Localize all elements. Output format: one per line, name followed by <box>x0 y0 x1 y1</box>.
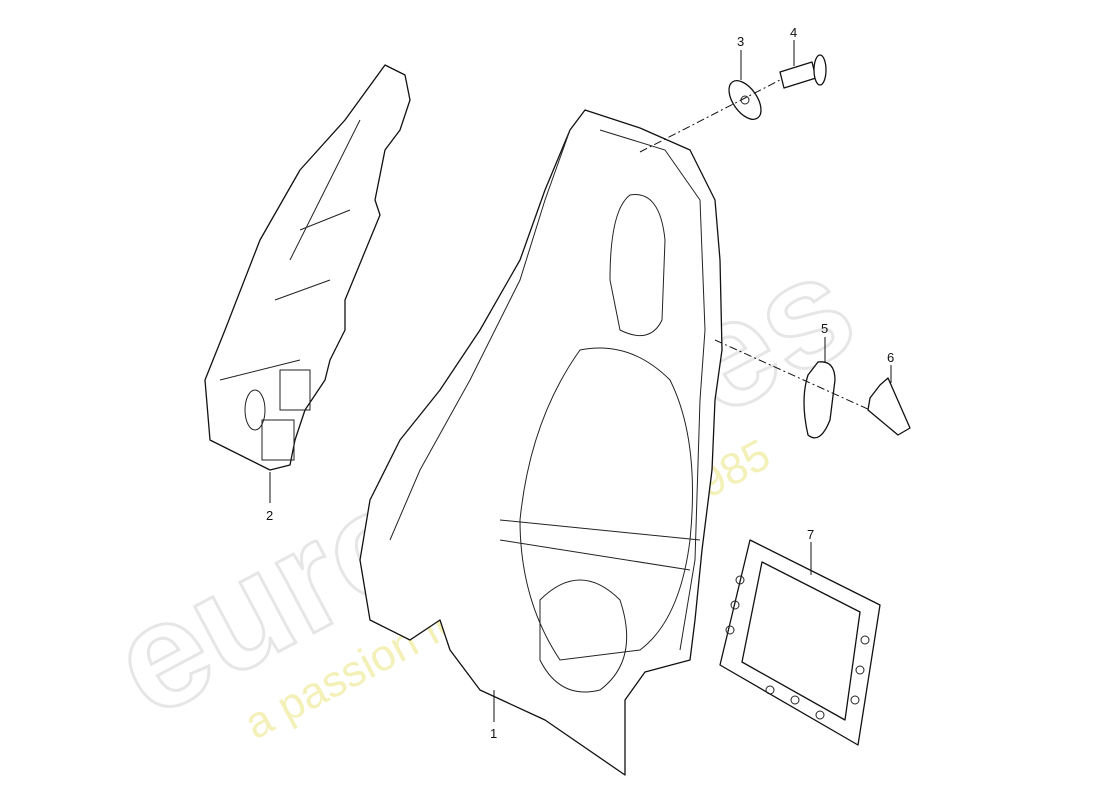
part-2-side-panel[interactable] <box>204 64 411 471</box>
svg-text:4: 4 <box>790 25 797 40</box>
svg-text:7: 7 <box>807 527 814 542</box>
svg-text:2: 2 <box>266 508 273 523</box>
svg-text:6: 6 <box>887 350 894 365</box>
callout-7: 7 <box>807 527 814 575</box>
callout-6: 6 <box>887 350 894 383</box>
part-6-clip[interactable] <box>867 377 911 436</box>
svg-text:5: 5 <box>821 321 828 336</box>
callout-3: 3 <box>737 34 744 80</box>
part-4-screw[interactable] <box>779 54 827 89</box>
callout-2: 2 <box>266 472 273 523</box>
part-5-cover-cap[interactable] <box>803 361 836 439</box>
svg-text:3: 3 <box>737 34 744 49</box>
svg-text:1: 1 <box>490 726 497 741</box>
part-3-washer-cap[interactable] <box>723 75 768 125</box>
part-1-backrest-shell[interactable] <box>359 109 723 776</box>
callout-4: 4 <box>790 25 797 66</box>
callout-1: 1 <box>490 690 497 741</box>
part-7-frame-panel[interactable] <box>719 539 881 746</box>
callout-5: 5 <box>821 321 828 362</box>
